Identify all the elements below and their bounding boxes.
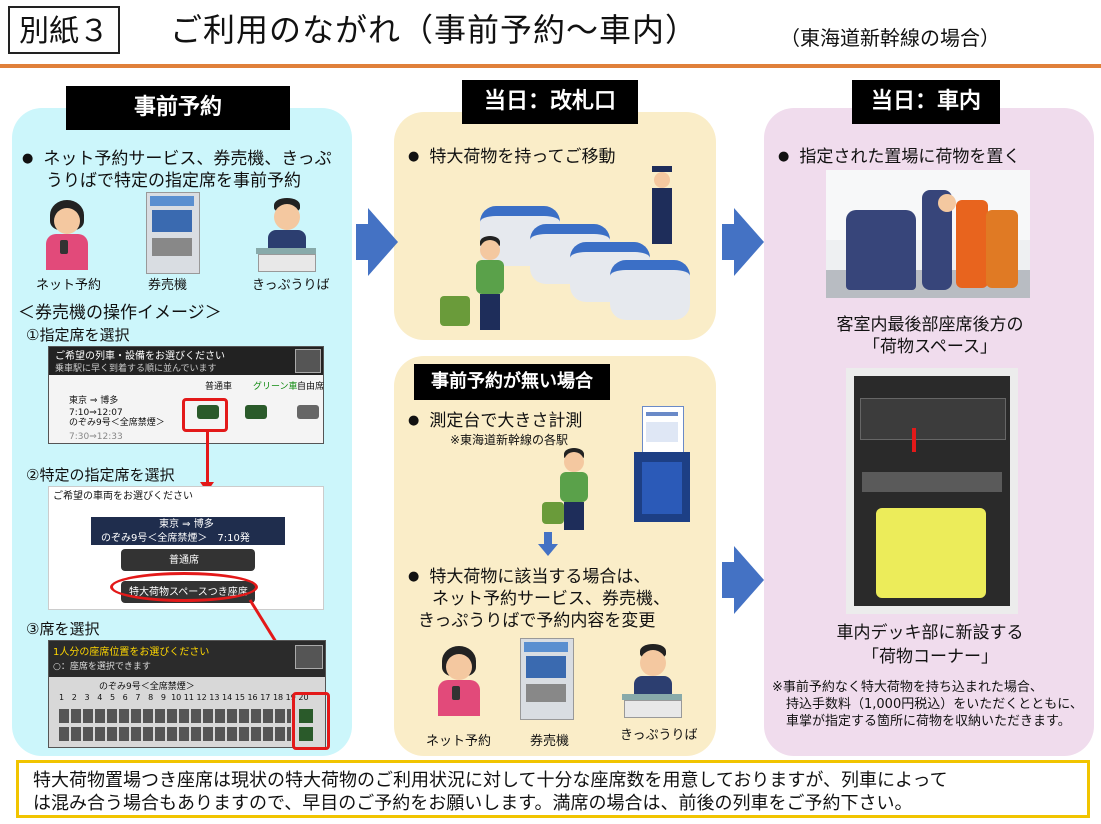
attachment-tag: 別紙３ [8, 6, 120, 54]
measure-note: ※東海道新幹線の各駅 [450, 433, 569, 447]
select-highlight-3 [292, 692, 330, 750]
page-subtitle: （東海道新幹線の場合） [780, 26, 1000, 50]
step2-label: ②特定の指定席を選択 [26, 466, 175, 484]
connector-line-1 [206, 432, 209, 484]
step3-label: ③席を選択 [26, 620, 100, 638]
luggage-space-photo [826, 170, 1030, 298]
change-bullet: 特大荷物に該当する場合は、 [408, 566, 650, 590]
select-highlight-1 [182, 398, 228, 432]
footer-notice: 特大荷物置場つき座席は現状の特大荷物のご利用状況に対して十分な座席数を用意してお… [16, 760, 1090, 818]
ticket-machine-icon [516, 638, 576, 720]
smartphone-user-icon [36, 196, 96, 272]
measuring-stand-icon [634, 406, 690, 522]
traveler-icon [470, 236, 510, 332]
change-bullet-cont1: ネット予約サービス、券売機、 [432, 589, 670, 609]
ticket-counter-icon [620, 642, 684, 718]
header-divider [0, 64, 1101, 68]
ticket-counter-icon [254, 196, 318, 272]
ops-title: ＜券売機の操作イメージ＞ [18, 303, 222, 323]
station-staff-icon [650, 166, 674, 246]
luggage-space-caption-2: 「荷物スペース」 [863, 337, 997, 357]
gate-bullet: 特大荷物を持ってご移動 [408, 146, 615, 170]
icon-label-counter-2: きっぷうりば [620, 728, 698, 743]
ticket-gate-illustration [440, 166, 690, 336]
onboard-heading: 当日：車内 [852, 80, 1000, 124]
select-highlight-2 [110, 572, 258, 602]
booking-bullet: ネット予約サービス、券売機、きっぷ [22, 148, 331, 172]
fee-note-3: 車掌が指定する箇所に荷物を収納いただきます。 [786, 714, 1071, 729]
seat-number-row: 1 2 3 4 5 6 7 8 9 10 11 12 13 14 15 16 1… [59, 693, 309, 702]
luggage-corner-caption: 車内デッキ部に新設する [836, 623, 1024, 643]
icon-label-net-2: ネット予約 [426, 734, 492, 749]
ticket-gate-heading: 当日：改札口 [462, 80, 638, 124]
icon-label-machine: 券売機 [148, 278, 188, 293]
smartphone-user-icon [428, 642, 488, 718]
ticket-machine-icon [142, 192, 202, 274]
booking-bullet-cont: うりばで特定の指定席を事前予約 [46, 171, 301, 191]
place-bullet: 指定された置場に荷物を置く [778, 146, 1020, 170]
measure-bullet: 測定台で大きさ計測 [408, 410, 582, 434]
suitcase-icon [440, 296, 470, 326]
change-bullet-cont2: きっぷうりばで予約内容を変更 [418, 611, 656, 631]
page-title: ご利用のながれ（事前予約〜車内） [170, 11, 699, 49]
footer-line-1: 特大荷物置場つき座席は現状の特大荷物のご利用状況に対して十分な座席数を用意してお… [33, 770, 948, 791]
icon-label-counter: きっぷうりば [252, 278, 330, 293]
luggage-space-caption: 客室内最後部座席後方の [836, 315, 1024, 335]
fee-note: ※事前予約なく特大荷物を持ち込まれた場合、 [772, 680, 1043, 695]
luggage-corner-caption-2: 「荷物コーナー」 [862, 647, 998, 667]
step1-label: ①指定席を選択 [26, 326, 130, 344]
screen-select-seat: 1人分の座席位置をお選びください ○：座席を選択できます のぞみ9号＜全席禁煙＞… [48, 640, 326, 748]
luggage-corner-photo [846, 368, 1018, 614]
advance-booking-heading: 事前予約 [66, 86, 290, 130]
no-reservation-heading: 事前予約が無い場合 [414, 364, 610, 400]
footer-line-2: は混み合う場合もありますので、早目のご予約をお願いします。満席の場合は、前後の列… [33, 793, 913, 814]
icon-label-machine-2: 券売機 [530, 734, 570, 749]
icon-label-net: ネット予約 [36, 278, 102, 293]
traveler-icon [540, 448, 600, 530]
fee-note-2: 持込手数料（1,000円税込）をいただくとともに、 [786, 697, 1083, 712]
